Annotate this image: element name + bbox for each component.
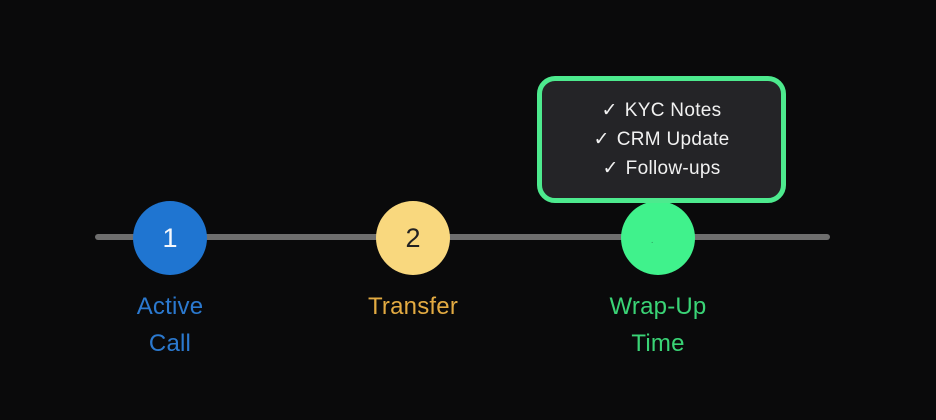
step-label-line: Active xyxy=(136,293,204,320)
wrap-up-checklist-callout: ✓ KYC Notes ✓ CRM Update ✓ Follow-ups xyxy=(537,76,786,203)
step-label-wrap-up: Wrap-Up Time xyxy=(548,288,768,362)
checklist-item-label: CRM Update xyxy=(616,129,730,150)
checklist-item: ✓ Follow-ups xyxy=(602,154,720,183)
step-label-line: Wrap-Up xyxy=(609,293,707,320)
step-label-active-call: Active Call xyxy=(60,288,280,362)
step-label-line: Call xyxy=(148,330,192,357)
step-label-line: Transfer xyxy=(367,293,459,320)
checklist-item: ✓ CRM Update xyxy=(593,125,729,154)
checkmark-icon: ✓ xyxy=(601,100,618,121)
step-node-active-call: 1 xyxy=(133,201,207,275)
checklist-item: ✓ KYC Notes xyxy=(602,96,722,125)
checkmark-icon: ✓ xyxy=(602,158,619,179)
checklist-item-label: KYC Notes xyxy=(624,100,722,121)
step-number: 1 xyxy=(162,222,178,253)
step-node-wrap-up xyxy=(621,201,695,275)
checklist-item-label: Follow-ups xyxy=(625,158,721,179)
step-label-line: Time xyxy=(631,330,685,357)
step-label-transfer: Transfer xyxy=(303,288,523,325)
checkmark-icon: ✓ xyxy=(593,129,610,150)
step-number: 2 xyxy=(405,222,421,253)
step-node-transfer: 2 xyxy=(376,201,450,275)
timeline-track xyxy=(95,234,830,240)
